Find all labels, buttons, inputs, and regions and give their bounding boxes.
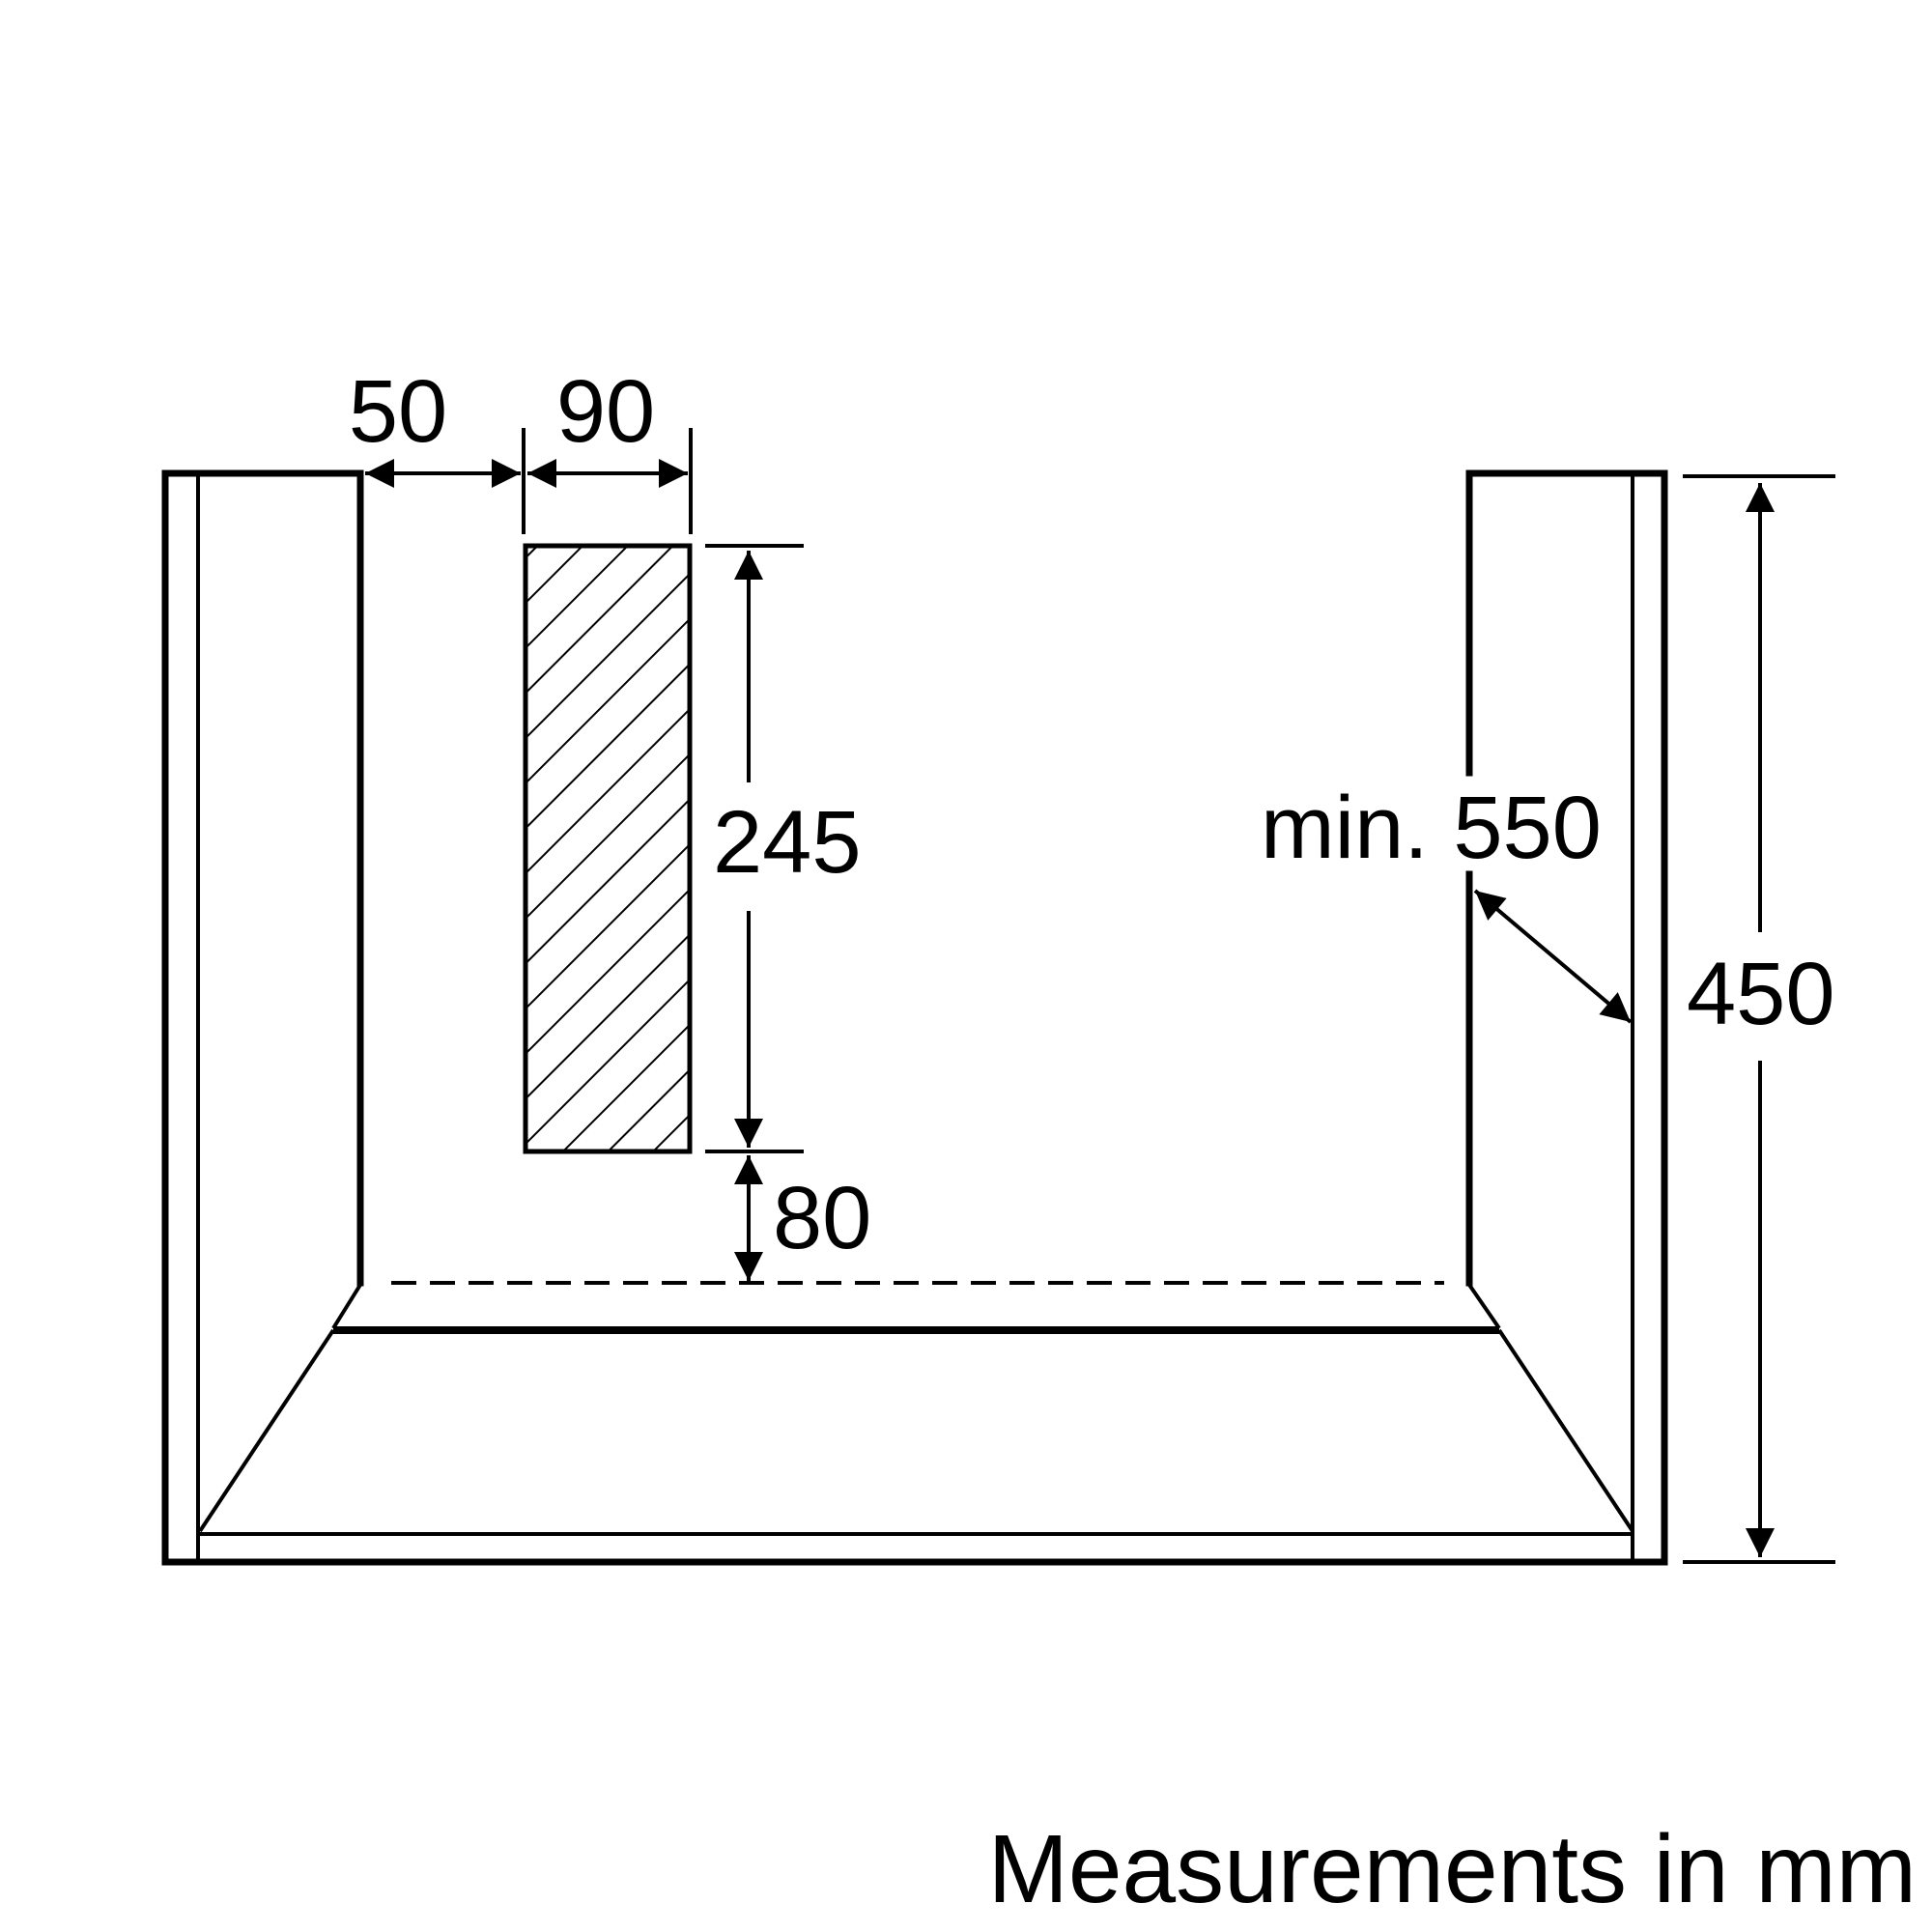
dimension-label-depth: min. 550 (1261, 779, 1602, 877)
dimension-label-height: 450 (1687, 945, 1835, 1043)
dimension-label-cutout-width: 90 (556, 362, 655, 461)
dimension-height (1683, 474, 1835, 1564)
hatched-cutout (523, 543, 693, 1154)
dimension-label-cutout-height: 245 (713, 793, 862, 892)
dimension-label-bottom-clearance: 80 (773, 1169, 871, 1267)
appliance-body (198, 1281, 1634, 1533)
dimension-depth (1473, 889, 1633, 1024)
dimension-label-left-gap: 50 (349, 362, 447, 461)
units-caption: Measurements in mm (987, 1815, 1917, 1923)
dimension-left-gap (365, 428, 693, 534)
cabinet-outline (161, 469, 1668, 1566)
dimension-cutout-height (705, 544, 804, 1281)
